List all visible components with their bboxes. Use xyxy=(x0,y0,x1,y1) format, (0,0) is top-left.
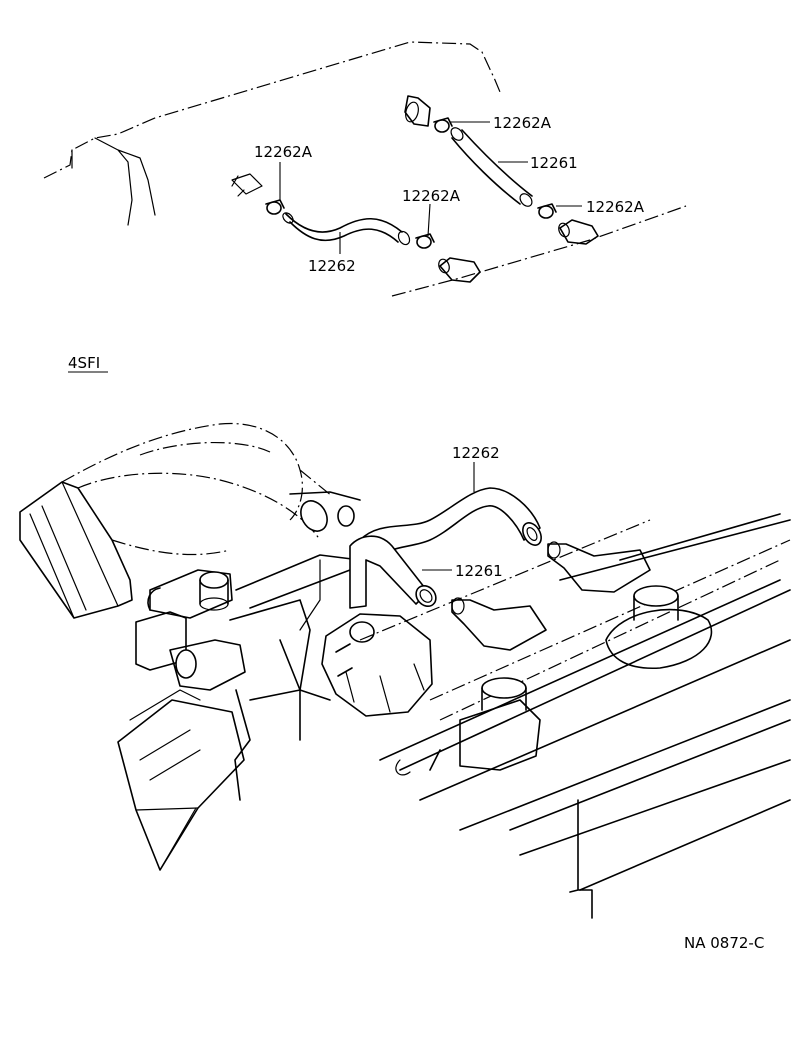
clip-upper-lower-right xyxy=(537,203,557,219)
throttle-body xyxy=(135,569,311,801)
label-upper-clip-left: 12262A xyxy=(254,143,313,161)
section-heading: 4SFI xyxy=(68,354,100,372)
label-upper-hose-left: 12262 xyxy=(308,257,356,275)
upper-nipple-left xyxy=(438,257,481,283)
label-upper-hose-right: 12261 xyxy=(530,154,578,172)
lower-nipple-left xyxy=(451,597,547,651)
label-lower-hose-lower: 12261 xyxy=(455,562,503,580)
manifold-block xyxy=(235,554,361,741)
filler-cap xyxy=(321,613,433,717)
hose-12262-upper xyxy=(282,212,411,246)
intake-body-phantom xyxy=(77,472,321,556)
upper-phantom-rail xyxy=(391,205,687,297)
intake-fittings xyxy=(289,491,361,532)
intake-flange-inner xyxy=(29,481,119,619)
clip-upper-right xyxy=(433,117,453,133)
upper-nipple-right xyxy=(558,219,599,245)
intake-flange xyxy=(19,481,133,619)
leader-clip-upper-middle xyxy=(427,203,431,237)
lower-engine-assembly xyxy=(19,422,791,919)
upper-bracket-outline xyxy=(71,137,156,226)
figure-code: NA 0872-C xyxy=(684,934,764,952)
upper-right-stub xyxy=(404,95,431,127)
clip-upper-left xyxy=(265,199,285,215)
label-upper-clip-middle: 12262A xyxy=(402,187,461,205)
label-upper-clip-lower-right: 12262A xyxy=(586,198,645,216)
upper-subassembly xyxy=(43,41,687,297)
hose-12261-lower xyxy=(349,535,437,609)
lower-nipple-right xyxy=(547,541,651,593)
cylinder-head xyxy=(359,513,791,919)
label-upper-clip-top-right: 12262A xyxy=(493,114,552,132)
sensor-box xyxy=(117,689,245,871)
intake-duct-phantom xyxy=(61,422,333,521)
label-lower-hose-upper: 12262 xyxy=(452,444,500,462)
hose-12261-upper xyxy=(450,127,533,207)
upper-left-fitting xyxy=(231,173,263,197)
upper-phantom-outline xyxy=(43,41,501,179)
hose-12262-lower xyxy=(359,487,542,561)
clip-upper-middle xyxy=(415,233,435,249)
